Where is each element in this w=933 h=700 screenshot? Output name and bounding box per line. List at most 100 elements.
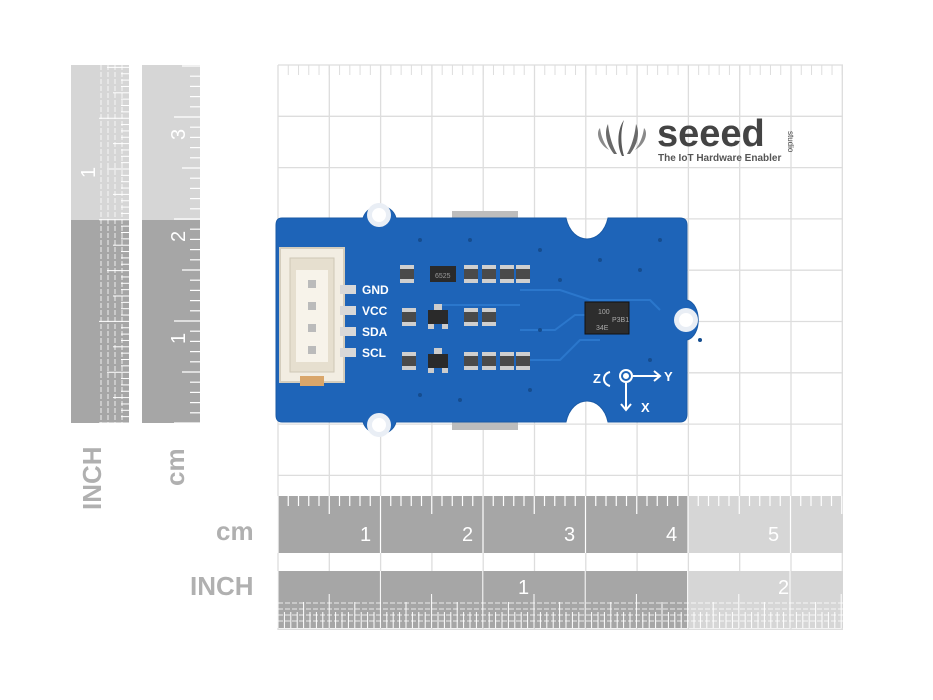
smd-body xyxy=(464,352,478,370)
smd-body xyxy=(400,265,414,283)
mosfet-2 xyxy=(428,348,448,373)
bottom-cm-tick-1: 1 xyxy=(360,524,371,546)
mounting-hole-right xyxy=(674,308,698,332)
axis-label-x: X xyxy=(641,400,650,415)
left-inch-tick-label: 1 xyxy=(78,167,100,178)
seeed-leaf-icon xyxy=(598,120,646,156)
smd-pad xyxy=(482,352,496,356)
via xyxy=(598,258,602,262)
pin-label-scl: SCL xyxy=(362,346,386,360)
via xyxy=(538,328,542,332)
sensor-chip: 100 P3B1 34E xyxy=(584,301,630,335)
via xyxy=(528,388,532,392)
left-cm-tick-1: 1 xyxy=(168,333,190,344)
top-header-strip xyxy=(452,211,518,219)
smd-body xyxy=(464,308,478,326)
bottom-cm-tick-2: 2 xyxy=(462,524,473,546)
bottom-inch-tick-2: 2 xyxy=(778,577,789,599)
pin-pad xyxy=(340,327,356,336)
smd-body xyxy=(500,352,514,370)
grove-connector xyxy=(279,247,345,386)
left-inch-ruler: 1 xyxy=(71,65,129,424)
smd-body xyxy=(516,352,530,370)
smd-pad xyxy=(516,279,530,283)
axis-z-rotation xyxy=(603,371,611,387)
axis-label-z: Z xyxy=(593,371,601,386)
bottom-cm-tick-4: 4 xyxy=(666,524,677,546)
smd-pad xyxy=(464,366,478,370)
smd-pad xyxy=(482,279,496,283)
smd-pad xyxy=(482,366,496,370)
smd-pad xyxy=(464,308,478,312)
bottom-inch-label: INCH xyxy=(190,571,254,601)
smd-pad xyxy=(516,366,530,370)
pin-pad xyxy=(340,285,356,294)
smd-pad xyxy=(516,352,530,356)
bottom-cm-label: cm xyxy=(216,516,254,546)
axis-label-y: Y xyxy=(664,369,673,384)
regulator-ic: 6525 xyxy=(430,266,456,282)
smd-body xyxy=(402,352,416,370)
regulator-ic-text: 6525 xyxy=(435,273,451,280)
smd-pad xyxy=(482,265,496,269)
sensor-chip-line3: 34E xyxy=(596,325,609,332)
axis-x-arrow xyxy=(620,383,632,412)
via xyxy=(468,238,472,242)
pin-pad xyxy=(340,306,356,315)
sensor-chip-line1: 100 xyxy=(598,309,610,316)
bottom-inch-ruler: 1 2 xyxy=(277,571,843,628)
via xyxy=(658,238,662,242)
smd-body xyxy=(402,308,416,326)
smd-body xyxy=(482,352,496,370)
left-cm-tick-2: 2 xyxy=(168,231,190,242)
smd-pad xyxy=(464,322,478,326)
pin-pad xyxy=(340,348,356,357)
axis-z-dot xyxy=(623,373,629,379)
via xyxy=(418,238,422,242)
smd-pad xyxy=(500,265,514,269)
pin-label-vcc: VCC xyxy=(362,304,388,318)
pin-label-sda: SDA xyxy=(362,325,388,339)
smd-pad xyxy=(400,265,414,269)
smd-body xyxy=(500,265,514,283)
via xyxy=(458,398,462,402)
bottom-cm-ruler: 1 2 3 4 5 xyxy=(277,496,843,553)
pcb-traces xyxy=(440,289,661,361)
logo-tagline: The IoT Hardware Enabler xyxy=(658,153,781,164)
left-cm-ticks xyxy=(174,65,200,424)
smd-body xyxy=(464,265,478,283)
smd-pad xyxy=(482,308,496,312)
smd-pad xyxy=(402,352,416,356)
smd-body xyxy=(482,308,496,326)
smd-pad xyxy=(482,322,496,326)
smd-pad xyxy=(402,366,416,370)
smd-pad xyxy=(402,308,416,312)
bottom-inch-tick-1: 1 xyxy=(518,577,529,599)
axis-y-arrow xyxy=(633,370,662,382)
smd-pad xyxy=(464,352,478,356)
smd-components xyxy=(400,238,702,402)
mounting-hole-top xyxy=(367,203,391,227)
smd-body xyxy=(482,265,496,283)
bottom-cm-tick-5: 5 xyxy=(768,524,779,546)
mosfet-1 xyxy=(428,304,448,329)
logo-tag: studio xyxy=(786,131,795,153)
grove-sensor-board: GND VCC SDA SCL 6525 100 P3B1 34E xyxy=(275,203,702,437)
bottom-cm-ticks xyxy=(277,496,843,553)
via xyxy=(418,393,422,397)
smd-pad xyxy=(516,265,530,269)
smd-pad xyxy=(400,279,414,283)
via xyxy=(558,278,562,282)
sensor-chip-line2: P3B1 xyxy=(612,317,629,324)
axis-marking xyxy=(603,369,662,412)
via xyxy=(638,268,642,272)
smd-pad xyxy=(402,322,416,326)
via xyxy=(538,248,542,252)
left-inch-ticks xyxy=(99,65,129,424)
smd-pad xyxy=(464,265,478,269)
smd-pad xyxy=(500,279,514,283)
bottom-cm-tick-3: 3 xyxy=(564,524,575,546)
smd-body xyxy=(516,265,530,283)
smd-pad xyxy=(500,366,514,370)
